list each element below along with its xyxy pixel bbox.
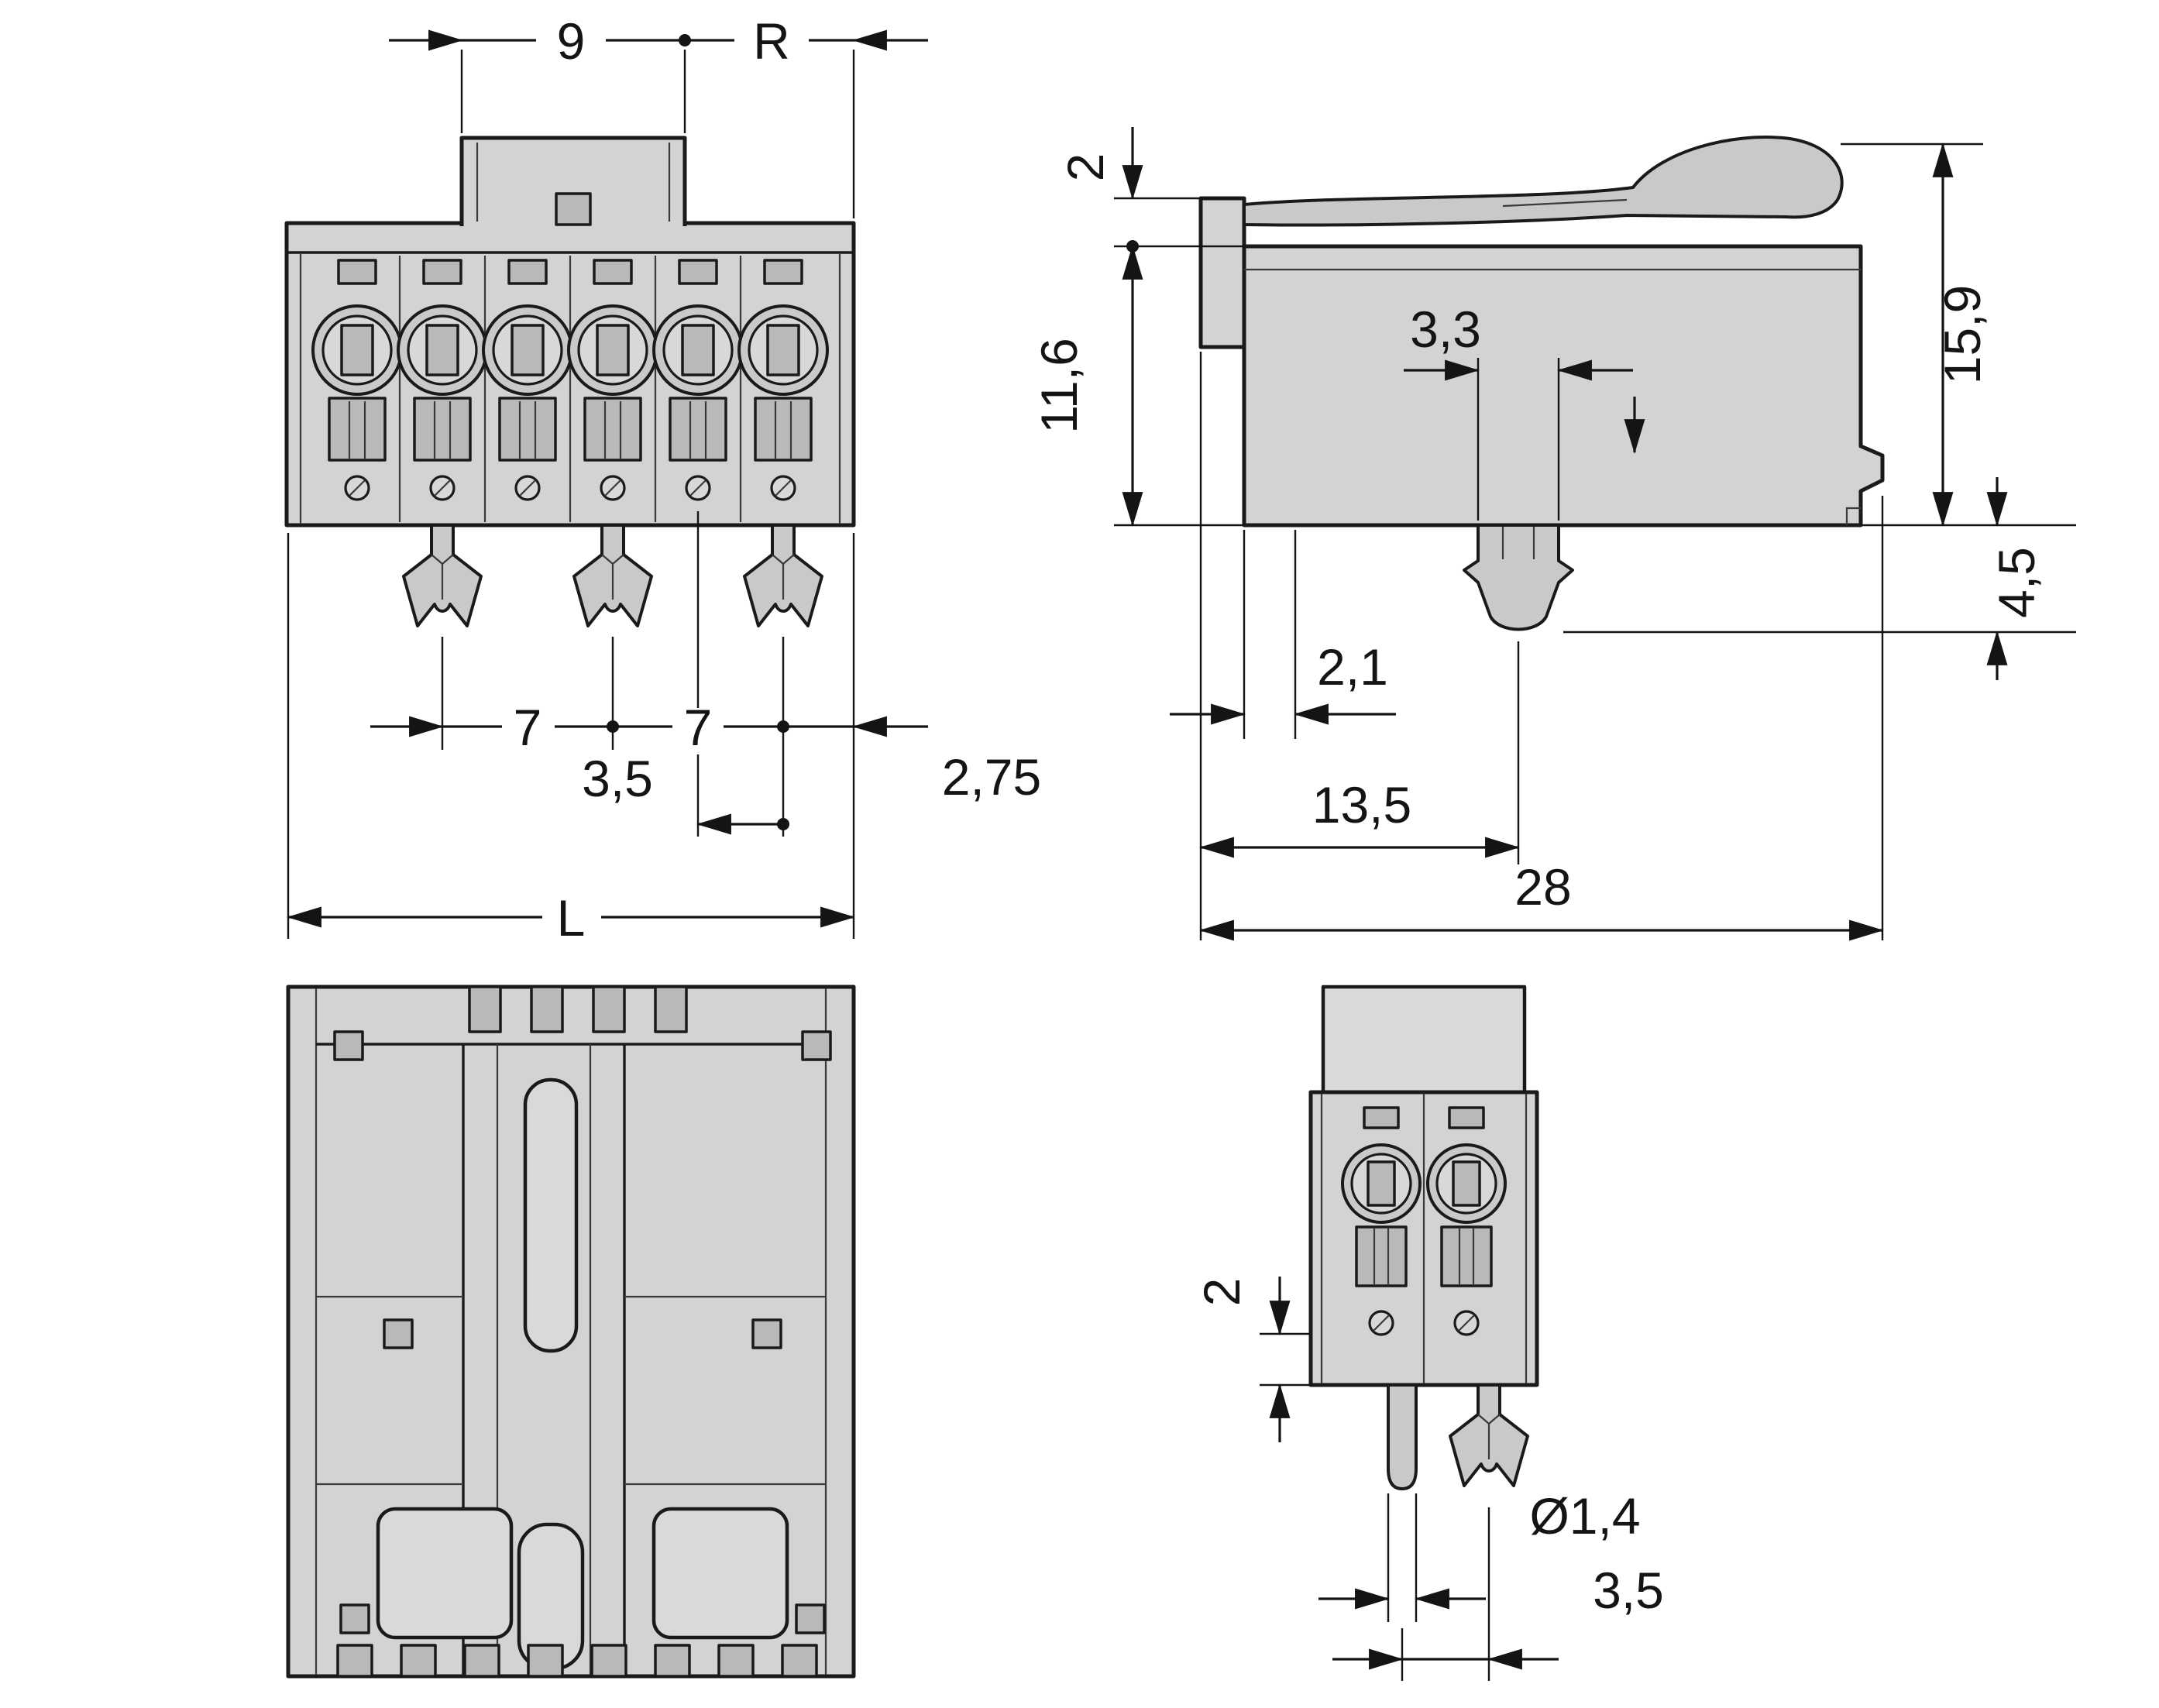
dim-lever-step: 2 (1057, 153, 1114, 182)
solder-pin (1387, 1383, 1418, 1490)
latch-hole (383, 1318, 414, 1349)
latch-hole (339, 1603, 370, 1634)
side-dimensions: 2 11,6 3,3 15,9 4,5 (1030, 127, 2076, 941)
bottom-tooth (717, 1644, 755, 1678)
latch-hole (801, 1030, 832, 1061)
snap-in-foot (402, 524, 483, 627)
rear-pad (651, 1507, 789, 1640)
dim-pitch-half: 3,5 (582, 750, 653, 807)
dim-body-height: 11,6 (1030, 338, 1088, 434)
dim-pin-pitch: 3,5 (1593, 1562, 1664, 1619)
snap-in-foot (1449, 1383, 1529, 1487)
end-dimensions: 2 Ø1,4 3,5 (1193, 1277, 1664, 1681)
bottom-tooth (781, 1644, 818, 1678)
dim-pin-diameter: Ø1,4 (1529, 1487, 1640, 1545)
dim-ref-r: R (753, 12, 790, 70)
front-dimensions: 9 R 7 7 2,75 3,5 L (287, 12, 1041, 947)
dim-pitch-right: 7 (684, 699, 713, 756)
top-notch (530, 985, 564, 1033)
bottom-tooth (336, 1644, 373, 1678)
dim-total-depth: 28 (1514, 858, 1571, 916)
front-housing (284, 136, 856, 627)
bottom-tooth (400, 1644, 437, 1678)
side-flange (1198, 196, 1246, 349)
drawing-canvas: 9 R 7 7 2,75 3,5 L (284, 12, 2076, 1681)
top-notch (592, 985, 626, 1033)
dim-peg-position: 13,5 (1312, 776, 1411, 833)
side-snap-peg (1463, 524, 1574, 631)
snap-in-foot (572, 524, 653, 627)
side-view: 2 11,6 3,3 15,9 4,5 (1030, 127, 2076, 941)
center-slot (523, 1077, 579, 1353)
rear-view (286, 985, 856, 1679)
latch-hole (333, 1030, 364, 1061)
side-housing-body (1242, 244, 1885, 528)
dim-peg-width: 3,3 (1410, 301, 1481, 358)
bottom-tooth (527, 1644, 564, 1678)
bottom-tooth (654, 1644, 691, 1678)
side-housing (1198, 136, 1885, 631)
tab-notch (555, 192, 592, 226)
dim-peg-length: 4,5 (1988, 547, 2045, 618)
top-notch (654, 985, 688, 1033)
dim-total-length: L (557, 889, 586, 947)
end-housing (1308, 985, 1539, 1490)
dim-tab-width: 9 (557, 12, 586, 70)
rear-pad (376, 1507, 514, 1640)
latch-hole (795, 1603, 826, 1634)
coding-tab (459, 136, 687, 226)
latch-hole (751, 1318, 782, 1349)
connector-dimension-drawing: 9 R 7 7 2,75 3,5 L (31, 12, 2159, 1696)
dim-edge-offset: 2,75 (942, 748, 1041, 806)
end-rear-block (1321, 985, 1527, 1095)
bottom-tooth (463, 1644, 500, 1678)
top-notch (468, 985, 502, 1033)
end-view: 2 Ø1,4 3,5 (1193, 985, 1664, 1681)
dim-wall-offset: 2,1 (1317, 638, 1388, 696)
snap-in-foot (743, 524, 823, 627)
bottom-tooth (590, 1644, 627, 1678)
dim-pitch-left: 7 (514, 699, 542, 756)
locking-lever (1243, 136, 1844, 227)
dim-pin-step: 2 (1193, 1278, 1250, 1307)
front-view: 9 R 7 7 2,75 3,5 L (284, 12, 1041, 947)
dim-total-height: 15,9 (1934, 285, 1991, 384)
